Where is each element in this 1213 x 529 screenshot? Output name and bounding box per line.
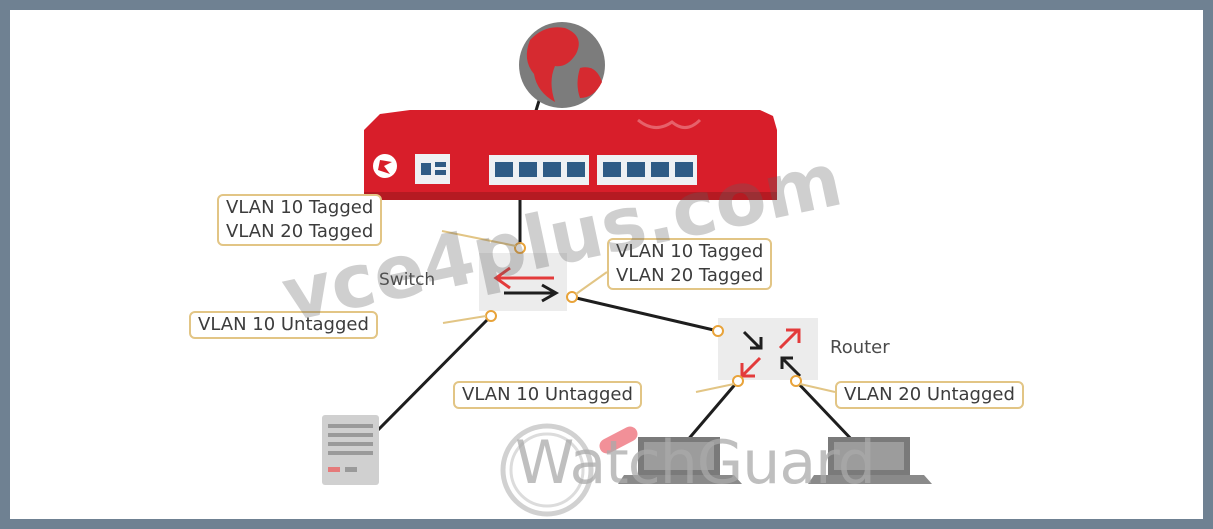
laptop-right-icon xyxy=(808,437,932,484)
port-markers xyxy=(485,242,802,387)
label-router-to-laptop-left: VLAN 10 Untagged xyxy=(453,381,642,409)
label-router-to-laptop-right: VLAN 20 Untagged xyxy=(835,381,1024,409)
watchguard-logo-icon xyxy=(500,423,638,517)
label-line: VLAN 20 Untagged xyxy=(844,384,1015,405)
router-to-laptop-left-link xyxy=(684,380,740,443)
label-fw-to-switch: VLAN 10 Tagged VLAN 20 Tagged xyxy=(217,194,383,246)
switch-icon xyxy=(479,253,567,311)
label-leader-lines xyxy=(441,230,836,393)
label-line: VLAN 10 Untagged xyxy=(462,384,633,405)
firewall-port-group-a xyxy=(489,155,589,185)
firewall-logo-icon xyxy=(373,154,397,178)
label-line: VLAN 20 Tagged xyxy=(616,265,764,286)
label-line: VLAN 10 Tagged xyxy=(616,241,764,262)
firewall-appliance xyxy=(364,110,777,200)
label-switch-to-router: VLAN 10 Tagged VLAN 20 Tagged xyxy=(607,238,773,290)
laptop-left-icon xyxy=(618,437,742,484)
router-label: Router xyxy=(830,337,890,358)
brand-watermark: WatchGuard xyxy=(515,428,876,498)
diagram-canvas: VLAN 10 Tagged VLAN 20 Tagged VLAN 10 Ta… xyxy=(10,10,1203,519)
firewall-port-group-b xyxy=(597,155,697,185)
switch-to-router-link xyxy=(571,295,719,333)
label-line: VLAN 10 Tagged xyxy=(226,197,374,218)
port-marker xyxy=(732,375,744,387)
port-marker xyxy=(566,291,578,303)
internet-globe-icon xyxy=(519,22,605,108)
port-marker xyxy=(790,375,802,387)
port-marker xyxy=(485,310,497,322)
port-marker xyxy=(514,242,526,254)
router-to-laptop-right-link xyxy=(794,379,856,444)
switch-label: Switch xyxy=(379,270,436,290)
switch-to-server-link xyxy=(376,314,493,432)
network-diagram-graphics xyxy=(322,22,932,517)
label-switch-to-server: VLAN 10 Untagged xyxy=(189,311,378,339)
port-marker xyxy=(712,325,724,337)
label-line: VLAN 10 Untagged xyxy=(198,314,369,335)
label-line: VLAN 20 Tagged xyxy=(226,221,374,242)
server-icon xyxy=(322,415,379,485)
connection-lines xyxy=(376,87,856,444)
router-icon xyxy=(718,318,818,380)
